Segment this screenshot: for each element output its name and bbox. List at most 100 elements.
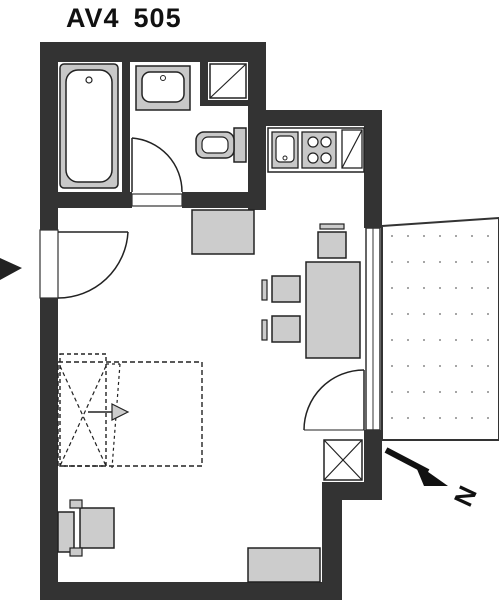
bathroom-door-opening [131,193,183,207]
balcony-dot [455,391,457,393]
balcony-dot [487,365,489,367]
balcony-floor-pattern [391,235,489,419]
wall-shaft-bottom [200,100,248,106]
wall-bathroom-bottom-left [40,192,132,208]
balcony-dot [471,391,473,393]
wall-bathroom-bottom-right [182,192,266,208]
balcony-dot [455,261,457,263]
bathroom-door [131,137,183,193]
north-letter: N [448,481,483,511]
wall-kitchen-top [266,110,382,126]
stove-icon [301,131,337,169]
balcony-dot [391,313,393,315]
balcony-dot [391,417,393,419]
balcony-dot [407,339,409,341]
balcony-dot [455,287,457,289]
entrance-opening [39,229,59,299]
dining-table [305,261,361,359]
balcony-dot [487,339,489,341]
bathtub-icon [59,63,119,189]
balcony-dot [439,417,441,419]
balcony-dot [407,391,409,393]
balcony-dot [391,235,393,237]
balcony-dot [407,261,409,263]
walls [40,42,382,600]
balcony-dot [487,313,489,315]
balcony-dot [391,261,393,263]
wall-left-lower [40,298,58,600]
balcony-dot [423,287,425,289]
balcony-dot [487,391,489,393]
balcony-dot [439,261,441,263]
cabinet [191,209,255,255]
balcony-dot [423,365,425,367]
balcony-dot [471,313,473,315]
wall-bathroom-right [248,42,266,210]
balcony-dot [439,287,441,289]
balcony [381,216,499,441]
balcony-dot [391,339,393,341]
wall-right-upper [364,110,382,228]
balcony-dot [471,235,473,237]
unit-number: 505 [133,3,182,33]
entrance-door [57,231,129,299]
low-shelf [247,547,321,583]
shaft-cross-icon [323,439,363,481]
wall-shaft-left [200,62,208,106]
balcony-window [365,227,381,431]
chair-left-1 [271,275,301,303]
entrance-arrow-icon [0,258,22,280]
balcony-dot [407,417,409,419]
balcony-dot [407,313,409,315]
balcony-dot [391,287,393,289]
balcony-dot [423,391,425,393]
balcony-dot [455,417,457,419]
chair-left-2 [271,315,301,343]
building-code: AV4 [66,3,120,33]
balcony-dot [471,261,473,263]
balcony-dot [455,313,457,315]
balcony-dot [407,235,409,237]
balcony-dot [487,235,489,237]
wall-top [40,42,266,62]
balcony-dot [471,417,473,419]
balcony-dot [439,235,441,237]
balcony-dot [471,365,473,367]
balcony-dot [423,339,425,341]
balcony-dot [455,365,457,367]
balcony-dot [423,313,425,315]
balcony-dot [423,235,425,237]
balcony-dot [439,313,441,315]
balcony-dot [455,235,457,237]
wall-bottom [40,582,342,600]
balcony-dot [391,391,393,393]
balcony-dot [407,365,409,367]
balcony-dot [423,417,425,419]
washbasin-icon [135,65,191,111]
shaft-cross-icon [209,63,247,99]
kitchen-shaft-icon [341,129,363,169]
toilet-icon [195,127,247,163]
kitchen-sink-icon [271,131,299,169]
balcony-dot [391,365,393,367]
balcony-dot [487,261,489,263]
fold-arrow-icon [111,403,130,421]
chair-top [317,231,347,259]
wall-left-upper [40,42,58,230]
balcony-dot [439,339,441,341]
balcony-dot [455,339,457,341]
balcony-dot [423,261,425,263]
balcony-dot [471,287,473,289]
fold-bed [57,353,203,469]
desk-chair [57,499,115,557]
balcony-dot [487,287,489,289]
balcony-dot [407,287,409,289]
dining-set [261,223,361,359]
balcony-dot [471,339,473,341]
balcony-door [303,369,365,431]
north-arrow-icon: N [384,447,483,511]
balcony-dot [439,391,441,393]
wall-bath-partition [122,62,130,192]
balcony-dot [439,365,441,367]
